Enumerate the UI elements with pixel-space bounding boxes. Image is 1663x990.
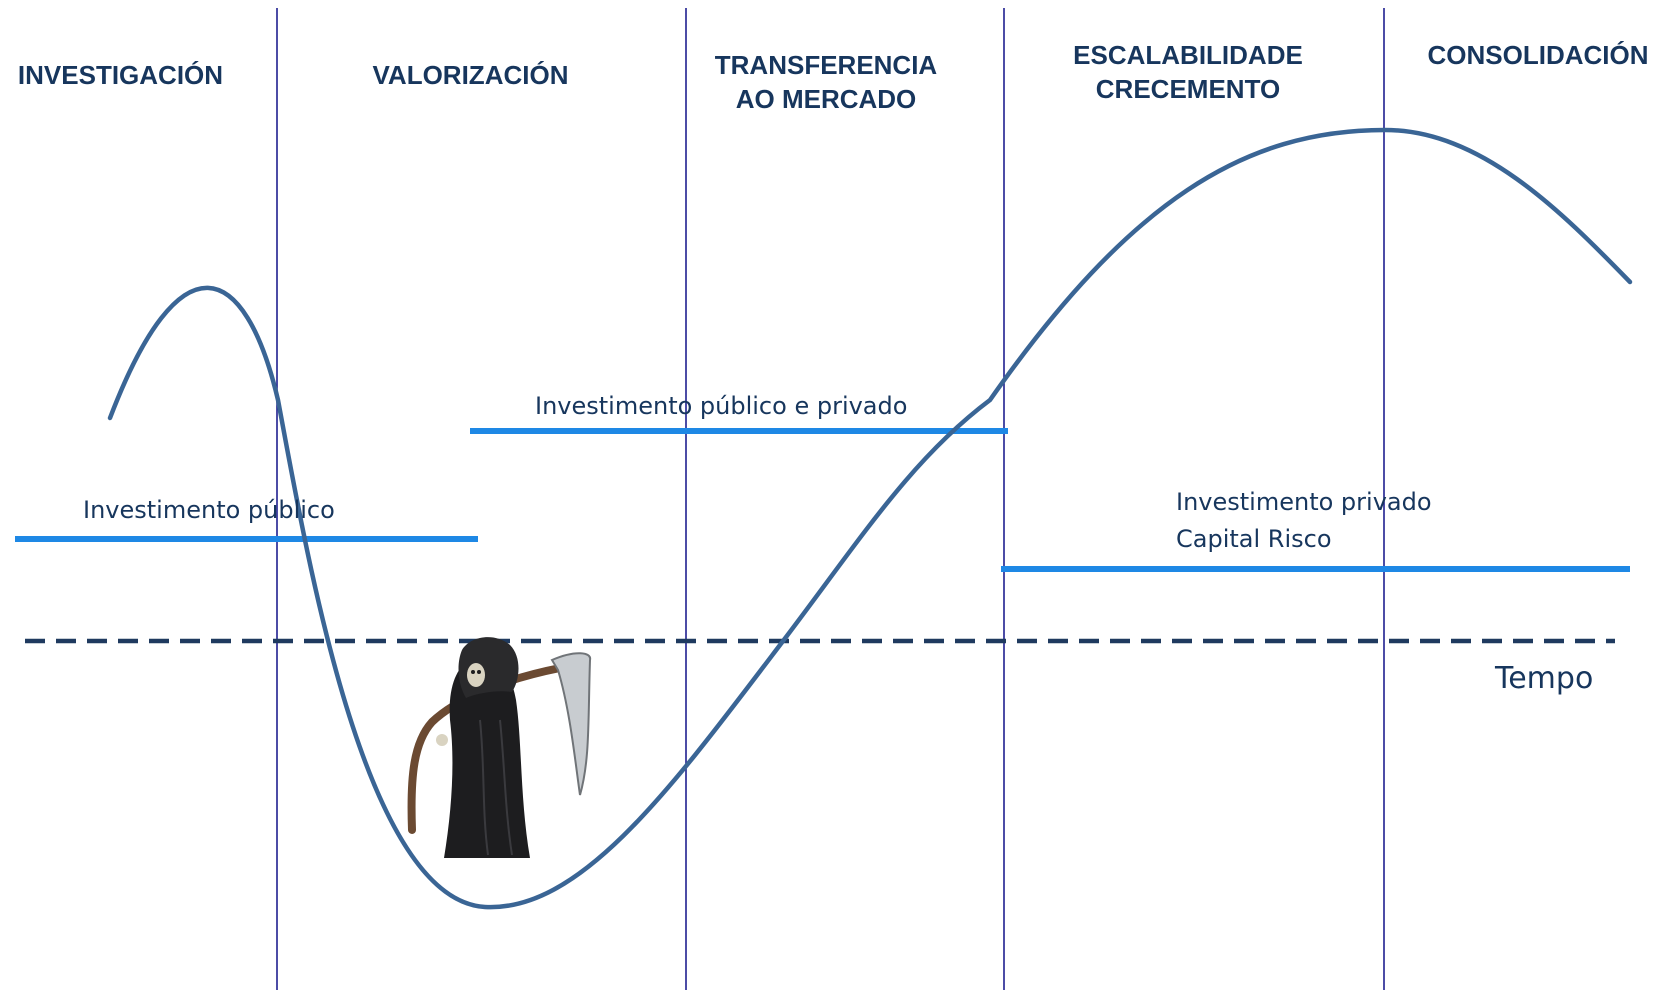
phase-label-line: VALORIZACIÓN: [372, 60, 569, 90]
time-axis-label: Tempo: [1495, 661, 1594, 696]
investment-label-line: Capital Risco: [1176, 525, 1332, 553]
phase-label-investigacion: INVESTIGACIÓN: [8, 58, 233, 92]
phase-label-line: CONSOLIDACIÓN: [1427, 40, 1649, 70]
funding-bars: [15, 428, 1630, 572]
phase-label-consolidacion: CONSOLIDACIÓN: [1420, 38, 1656, 72]
valley-of-death-curve: [107, 127, 1633, 910]
public-private-investment-label: Investimento público e privado: [535, 388, 907, 425]
phase-label-line: INVESTIGACIÓN: [17, 60, 224, 90]
phase-label-line: AO MERCADO: [735, 84, 917, 114]
phase-label-line: CRECEMENTO: [1095, 74, 1281, 104]
phase-dividers: [276, 8, 1385, 990]
phase-label-valorizacion: VALORIZACIÓN: [358, 58, 583, 92]
investment-label-line: Investimento público: [83, 496, 335, 524]
phase-label-escalabilidade: ESCALABILIDADE CRECEMENTO: [1068, 38, 1308, 106]
phase-label-line: ESCALABILIDADE: [1073, 40, 1303, 70]
phase-label-transferencia: TRANSFERENCIA AO MERCADO: [711, 48, 941, 116]
phase-label-line: TRANSFERENCIA: [714, 50, 938, 80]
investment-label-line: Investimento público e privado: [535, 392, 908, 420]
public-investment-label: Investimento público: [83, 492, 335, 529]
private-investment-label: Investimento privado Capital Risco: [1176, 484, 1432, 558]
investment-label-line: Investimento privado: [1176, 488, 1432, 516]
grim-reaper-figure: [407, 637, 592, 858]
